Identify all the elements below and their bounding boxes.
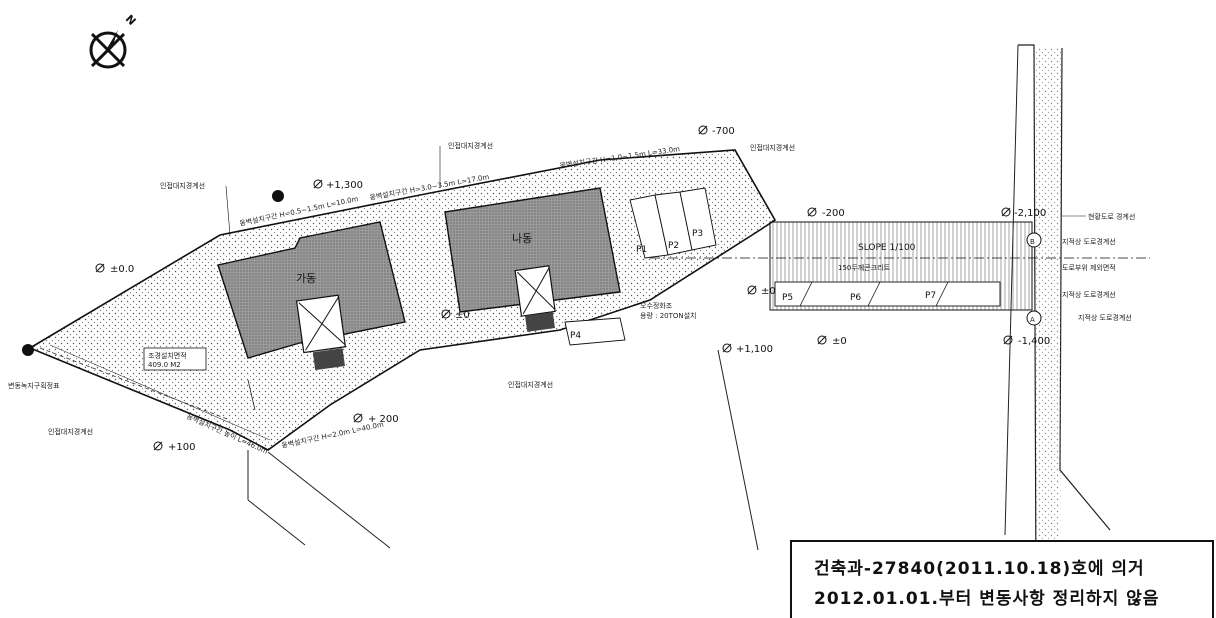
label-cad-road-3: 지적상 도로경계선 — [1078, 313, 1132, 322]
level-zero-mid2: ±0 — [761, 286, 776, 297]
label-tank-1: 오수정화조 — [640, 301, 673, 310]
level-zero-road: ±0 — [832, 336, 847, 347]
label-road-widen: 도로부위 제외면적 — [1062, 263, 1116, 272]
parking-p1: P1 — [636, 245, 647, 255]
stamp-line-2: 2012.01.01.부터 변동사항 정리하지 않음 — [814, 589, 1160, 609]
parking-p7: P7 — [925, 291, 936, 301]
level-plus1100: +1,100 — [736, 344, 773, 355]
mark-a: A — [1030, 316, 1035, 324]
label-road-line: 현황도로 경계선 — [1088, 212, 1135, 221]
main-road — [1004, 44, 1111, 601]
level-minus700: -700 — [712, 126, 735, 137]
building-na: 나동 — [444, 187, 621, 332]
parking-p3: P3 — [692, 229, 703, 239]
parking-p6: P6 — [850, 293, 861, 303]
level-zero-left: ±0.0 — [110, 264, 134, 275]
level-minus2100: -2,100 — [1014, 208, 1046, 219]
north-arrow-icon: N — [89, 12, 139, 69]
label-tank-2: 용량 : 20TON설치 — [640, 311, 697, 320]
label-green-area: 변동녹지구획정표 — [8, 381, 60, 390]
label-adjacent-1: 인접대지경계선 — [160, 181, 205, 190]
level-plus100: +100 — [168, 442, 195, 453]
parking-p4: P4 — [570, 331, 581, 341]
building-na-label: 나동 — [512, 232, 532, 245]
parking-area: P1 P2 P3 P4 — [564, 187, 717, 346]
slope-label: SLOPE 1/100 — [858, 243, 916, 253]
access-road: P5 P6 P7 SLOPE 1/100 150두께콘크리트 — [650, 221, 1150, 311]
stamp-line-1: 건축과-27840(2011.10.18)호에 의거 — [814, 559, 1145, 579]
level-plus1300: +1,300 — [326, 180, 363, 191]
label-adjacent-2: 인접대지경계선 — [448, 141, 493, 150]
mark-b: B — [1030, 238, 1035, 246]
building-ga: 가동 — [217, 221, 406, 371]
level-minus1400: -1,400 — [1018, 336, 1050, 347]
label-adjacent-5: 인접대지경계선 — [48, 427, 93, 436]
parking-p2: P2 — [668, 241, 679, 251]
elevation-markers — [22, 125, 1013, 451]
label-adjacent-3: 인접대지경계선 — [750, 143, 795, 152]
building-ga-label: 가동 — [296, 272, 316, 285]
label-cad-road-1: 지적상 도로경계선 — [1062, 237, 1116, 246]
label-cad-road-2: 지적상 도로경계선 — [1062, 290, 1116, 299]
concrete-label: 150두께콘크리트 — [838, 263, 891, 272]
level-minus200: -200 — [822, 208, 845, 219]
label-landscape-area: 조경설치면적 — [148, 351, 187, 360]
label-landscape-value: 409.0 M2 — [148, 361, 181, 369]
label-adjacent-4: 인접대지경계선 — [508, 380, 553, 389]
parking-p5: P5 — [782, 293, 793, 303]
level-zero-mid1: ±0 — [455, 310, 470, 321]
level-plus200: + 200 — [368, 414, 399, 425]
notice-stamp: 건축과-27840(2011.10.18)호에 의거 2012.01.01.부터… — [790, 540, 1214, 618]
north-label: N — [123, 12, 139, 28]
